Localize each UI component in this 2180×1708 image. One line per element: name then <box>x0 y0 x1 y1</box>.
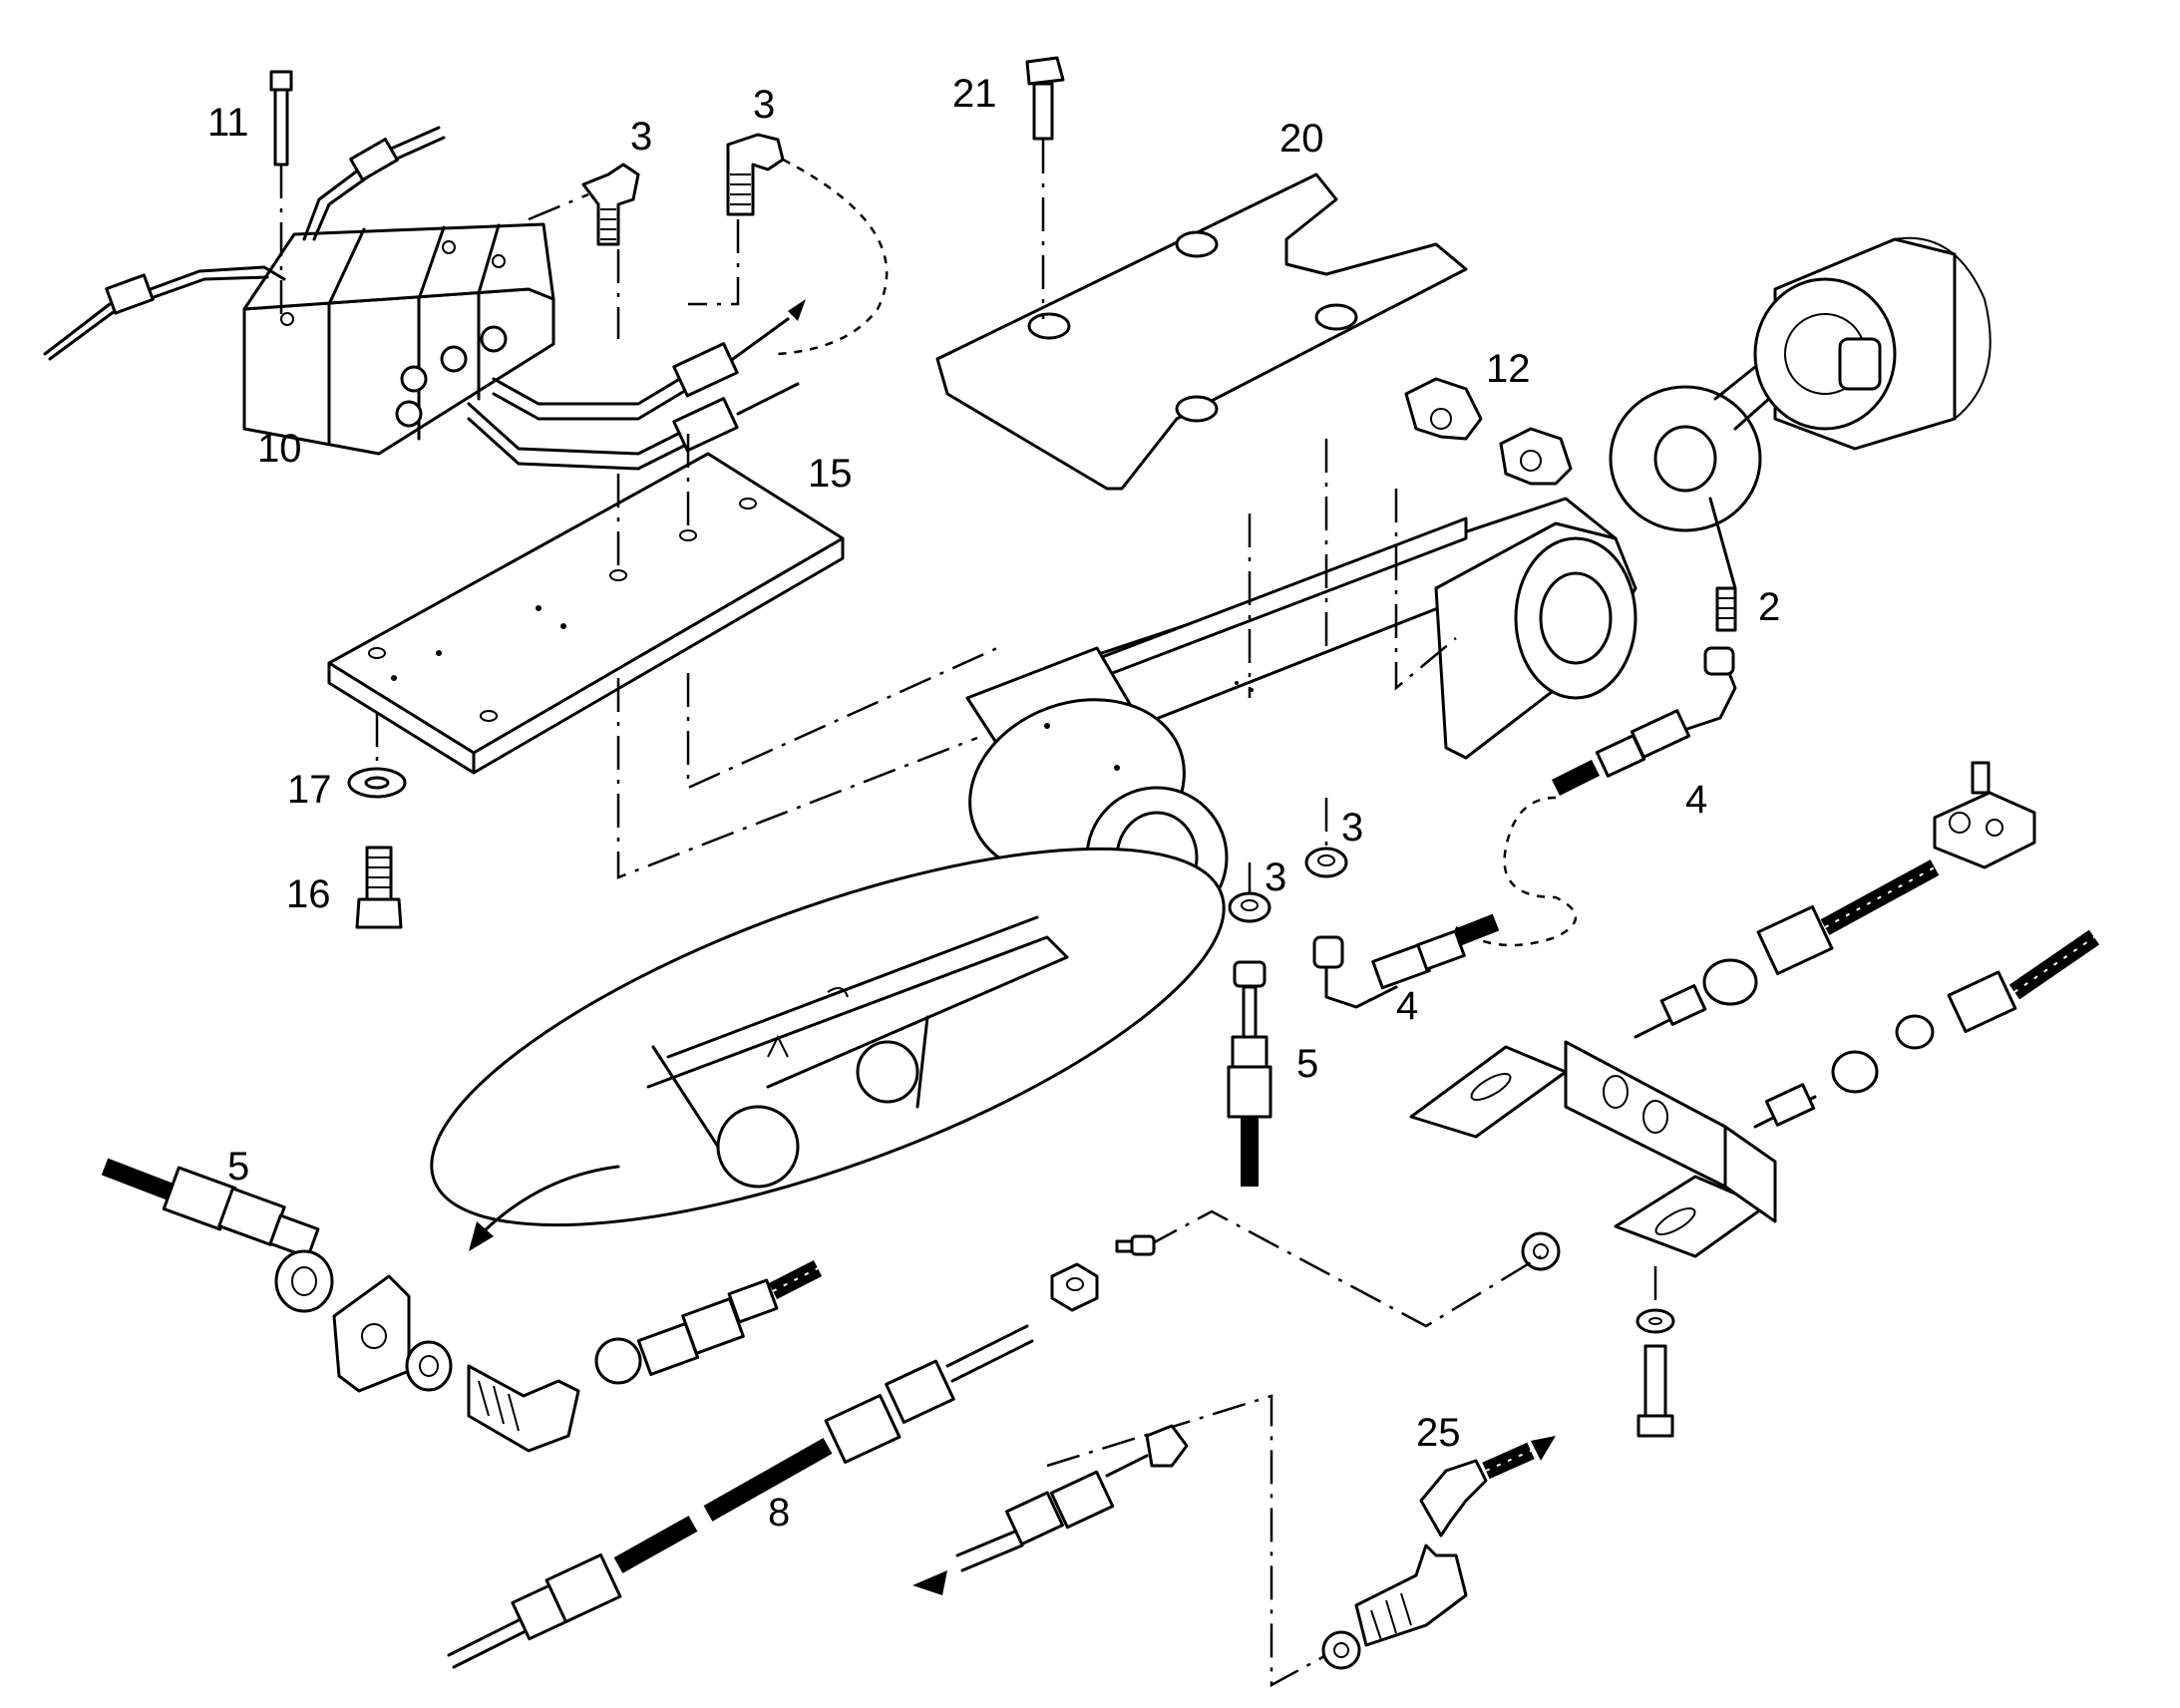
bulkhead-plate <box>332 1274 411 1393</box>
callout-3b: 3 <box>753 83 775 127</box>
plate-20 <box>935 172 1468 491</box>
nut-bracket <box>1521 1231 1561 1271</box>
rod-eye <box>1609 357 1782 532</box>
hose-4-center <box>1312 913 1500 1009</box>
callout-12: 12 <box>1486 347 1531 391</box>
elbow-fitting-left <box>467 1364 580 1453</box>
nut-lower-right <box>1321 1630 1361 1670</box>
valve-pipes <box>43 126 806 471</box>
elbow-fitting-3b <box>726 133 785 216</box>
mounting-bracket <box>1409 1040 1777 1258</box>
callout-21: 21 <box>952 72 997 116</box>
cylinder-assembly <box>965 497 1637 929</box>
hose-4-right <box>1455 646 1737 947</box>
tee-fitting-12a <box>1404 377 1483 441</box>
hose-lower-center <box>912 1424 1189 1595</box>
swivel-elbow-25 <box>1419 1436 1556 1537</box>
callout-15: 15 <box>808 452 853 496</box>
hose-5-left <box>101 1158 334 1313</box>
bolt-21 <box>1025 56 1065 319</box>
callout-8: 8 <box>768 1491 790 1535</box>
hose-assembly-right-lower <box>1753 929 2100 1129</box>
hydraulic-motor <box>1753 236 1992 451</box>
hose-8 <box>447 1324 1034 1669</box>
callout-5a: 5 <box>1296 1042 1318 1086</box>
callout-16: 16 <box>286 872 331 916</box>
callout-4a: 4 <box>1685 778 1707 822</box>
callout-3c: 3 <box>1341 806 1363 850</box>
tee-fitting-12b <box>1499 427 1573 486</box>
callout-10: 10 <box>257 427 302 471</box>
detail-view <box>430 847 1226 1227</box>
bolt-bracket <box>1636 1344 1674 1438</box>
bolt-16 <box>355 846 403 929</box>
nut-center <box>1050 1262 1099 1312</box>
washer-bracket <box>1635 1308 1675 1334</box>
callout-25: 25 <box>1416 1411 1461 1455</box>
callout-17: 17 <box>287 768 332 812</box>
elbow-fitting-3a <box>581 163 640 246</box>
callout-11: 11 <box>207 101 249 145</box>
callout-4b: 4 <box>1396 984 1418 1028</box>
lock-nut <box>405 1340 453 1392</box>
bolt-11 <box>269 70 293 319</box>
callout-20: 20 <box>1279 117 1324 161</box>
hose-assembly-right-upper <box>1634 859 1940 1039</box>
fitting-2 <box>1715 586 1737 632</box>
valve-block <box>242 222 555 456</box>
callout-3d: 3 <box>1265 855 1286 899</box>
washer-17 <box>347 767 407 799</box>
plate-15 <box>327 452 845 775</box>
hose-5-vertical <box>1227 960 1272 1187</box>
callout-2: 2 <box>1758 585 1780 629</box>
nut-3c <box>1304 847 1348 878</box>
hose-clamp <box>1933 761 2036 869</box>
elbow-adapter <box>1354 1543 1468 1647</box>
callout-5b: 5 <box>227 1145 249 1189</box>
callout-3a: 3 <box>630 115 652 159</box>
hose-left-braided <box>594 1259 823 1385</box>
nipple-small <box>1115 1234 1156 1256</box>
nut-3d <box>1228 891 1272 923</box>
